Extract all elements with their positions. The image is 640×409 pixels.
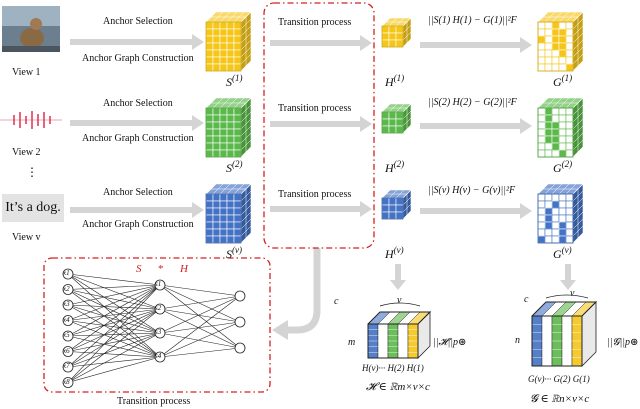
network-box	[43, 257, 271, 393]
tensor-h	[367, 302, 432, 359]
anchor-arrows	[70, 34, 204, 218]
h-matrices	[381, 17, 412, 220]
S-matrix-3	[205, 183, 252, 244]
G-matrix-2	[537, 97, 584, 158]
input-node-label: x7	[63, 362, 70, 370]
view3-label: View v	[12, 232, 41, 243]
input-node	[62, 377, 74, 388]
G-matrix-3	[537, 183, 584, 244]
input-node	[62, 330, 74, 342]
tensor-g-norm: ||𝓖||p⊛	[607, 337, 639, 348]
tensor-h-box	[367, 311, 432, 359]
h2-label: H(2)	[385, 159, 405, 175]
formula-v: ||S(v) H(v) − G(v)||²F	[428, 185, 516, 196]
tensor-g-box	[531, 301, 598, 367]
anchor-node-label: s2	[155, 304, 162, 312]
anchor-node	[154, 351, 166, 363]
gv-label: G(v)	[553, 245, 572, 261]
transition-arrows	[270, 35, 372, 217]
S-matrix-1	[205, 11, 252, 72]
sv-label: S(v)	[226, 245, 242, 261]
down-arrows	[390, 264, 576, 290]
input-node	[62, 268, 74, 280]
neural-network	[62, 268, 246, 388]
formula-2: ||S(2) H(2) − G(2)||²F	[428, 97, 517, 108]
input-node-label: x3	[63, 300, 70, 308]
anchor-node-label: s1	[155, 280, 162, 288]
view3-text-box: It’s a dog.	[2, 194, 64, 222]
transition-label-1: Transition process	[278, 17, 352, 28]
H-matrix-1	[381, 17, 412, 48]
anchor-node	[154, 303, 166, 315]
anchor-graph-1: Anchor Graph Construction	[82, 53, 194, 64]
network-h-label: H	[180, 263, 188, 275]
tensor-g	[531, 294, 598, 367]
s2-label: S(2)	[226, 159, 243, 175]
output-node	[234, 342, 246, 354]
tensor-h-norm: ||𝓗||p⊛	[433, 337, 467, 348]
ellipsis: ⋮	[26, 165, 38, 179]
transition-label-bottom: Transition process	[117, 396, 191, 407]
anchor-graph-3: Anchor Graph Construction	[82, 219, 194, 230]
formula-1: ||S(1) H(1) − G(1)||²F	[428, 15, 517, 26]
tensor-h-slices: H(v)··· H(2) H(1)	[362, 363, 424, 373]
g2-label: G(2)	[553, 159, 573, 175]
input-node-label: x8	[63, 377, 70, 386]
input-node-label: x2	[63, 284, 70, 293]
tensor-g-dim-c: c	[524, 294, 529, 305]
formula-arrows	[420, 37, 532, 219]
view1-label: View 1	[12, 67, 41, 78]
input-node-label: x1	[63, 269, 70, 277]
G-matrix-1	[537, 11, 584, 72]
anchor-node	[154, 279, 166, 291]
H-matrix-3	[381, 189, 412, 220]
curve-arrow	[272, 248, 321, 340]
anchor-graph-2: Anchor Graph Construction	[82, 133, 194, 144]
anchor-selection-1: Anchor Selection	[103, 16, 173, 27]
input-node-label: x6	[63, 346, 70, 355]
view2-label: View 2	[12, 147, 41, 158]
g1-label: G(1)	[553, 73, 573, 89]
anchor-selection-3: Anchor Selection	[103, 187, 173, 198]
tensor-g-space: 𝓖 ∈ ℝn×v×c	[530, 393, 590, 405]
tensor-h-dim-c: c	[334, 296, 339, 307]
anchor-selection-2: Anchor Selection	[103, 98, 173, 109]
anchor-node-label: s3	[155, 328, 162, 336]
input-node	[62, 361, 74, 373]
tensor-h-dim-v: v	[397, 295, 402, 306]
anchor-node-label: s4	[155, 352, 162, 360]
transition-label-3: Transition process	[278, 189, 352, 200]
network-s-label: S	[136, 263, 142, 275]
s1-label: S(1)	[226, 73, 243, 89]
anchor-node	[154, 327, 166, 339]
network-star: *	[158, 263, 164, 275]
hv-label: H(v)	[385, 245, 404, 261]
tensor-h-space: 𝓗 ∈ ℝm×v×c	[366, 381, 430, 393]
tensor-g-dim-n: n	[515, 335, 520, 346]
tensor-g-dim-v: v	[570, 288, 575, 299]
transition-box	[263, 2, 375, 249]
H-matrix-2	[381, 103, 412, 134]
S-matrix-2	[205, 97, 252, 158]
view2-signal	[0, 111, 62, 129]
tensor-g-slices: G(v)··· G(2) G(1)	[528, 374, 590, 384]
output-node	[234, 316, 246, 328]
tensor-h-dim-m: m	[348, 337, 356, 348]
g-matrices	[537, 11, 584, 244]
output-node	[234, 290, 246, 302]
view1-image	[2, 6, 60, 52]
transition-label-2: Transition process	[278, 103, 352, 114]
s-matrices	[205, 11, 252, 244]
h1-label: H(1)	[385, 73, 405, 89]
input-node-label: x5	[63, 331, 70, 339]
input-node-label: x4	[63, 315, 70, 324]
input-node	[62, 315, 74, 326]
input-node	[62, 284, 74, 295]
input-node	[62, 299, 74, 311]
input-node	[62, 346, 74, 357]
